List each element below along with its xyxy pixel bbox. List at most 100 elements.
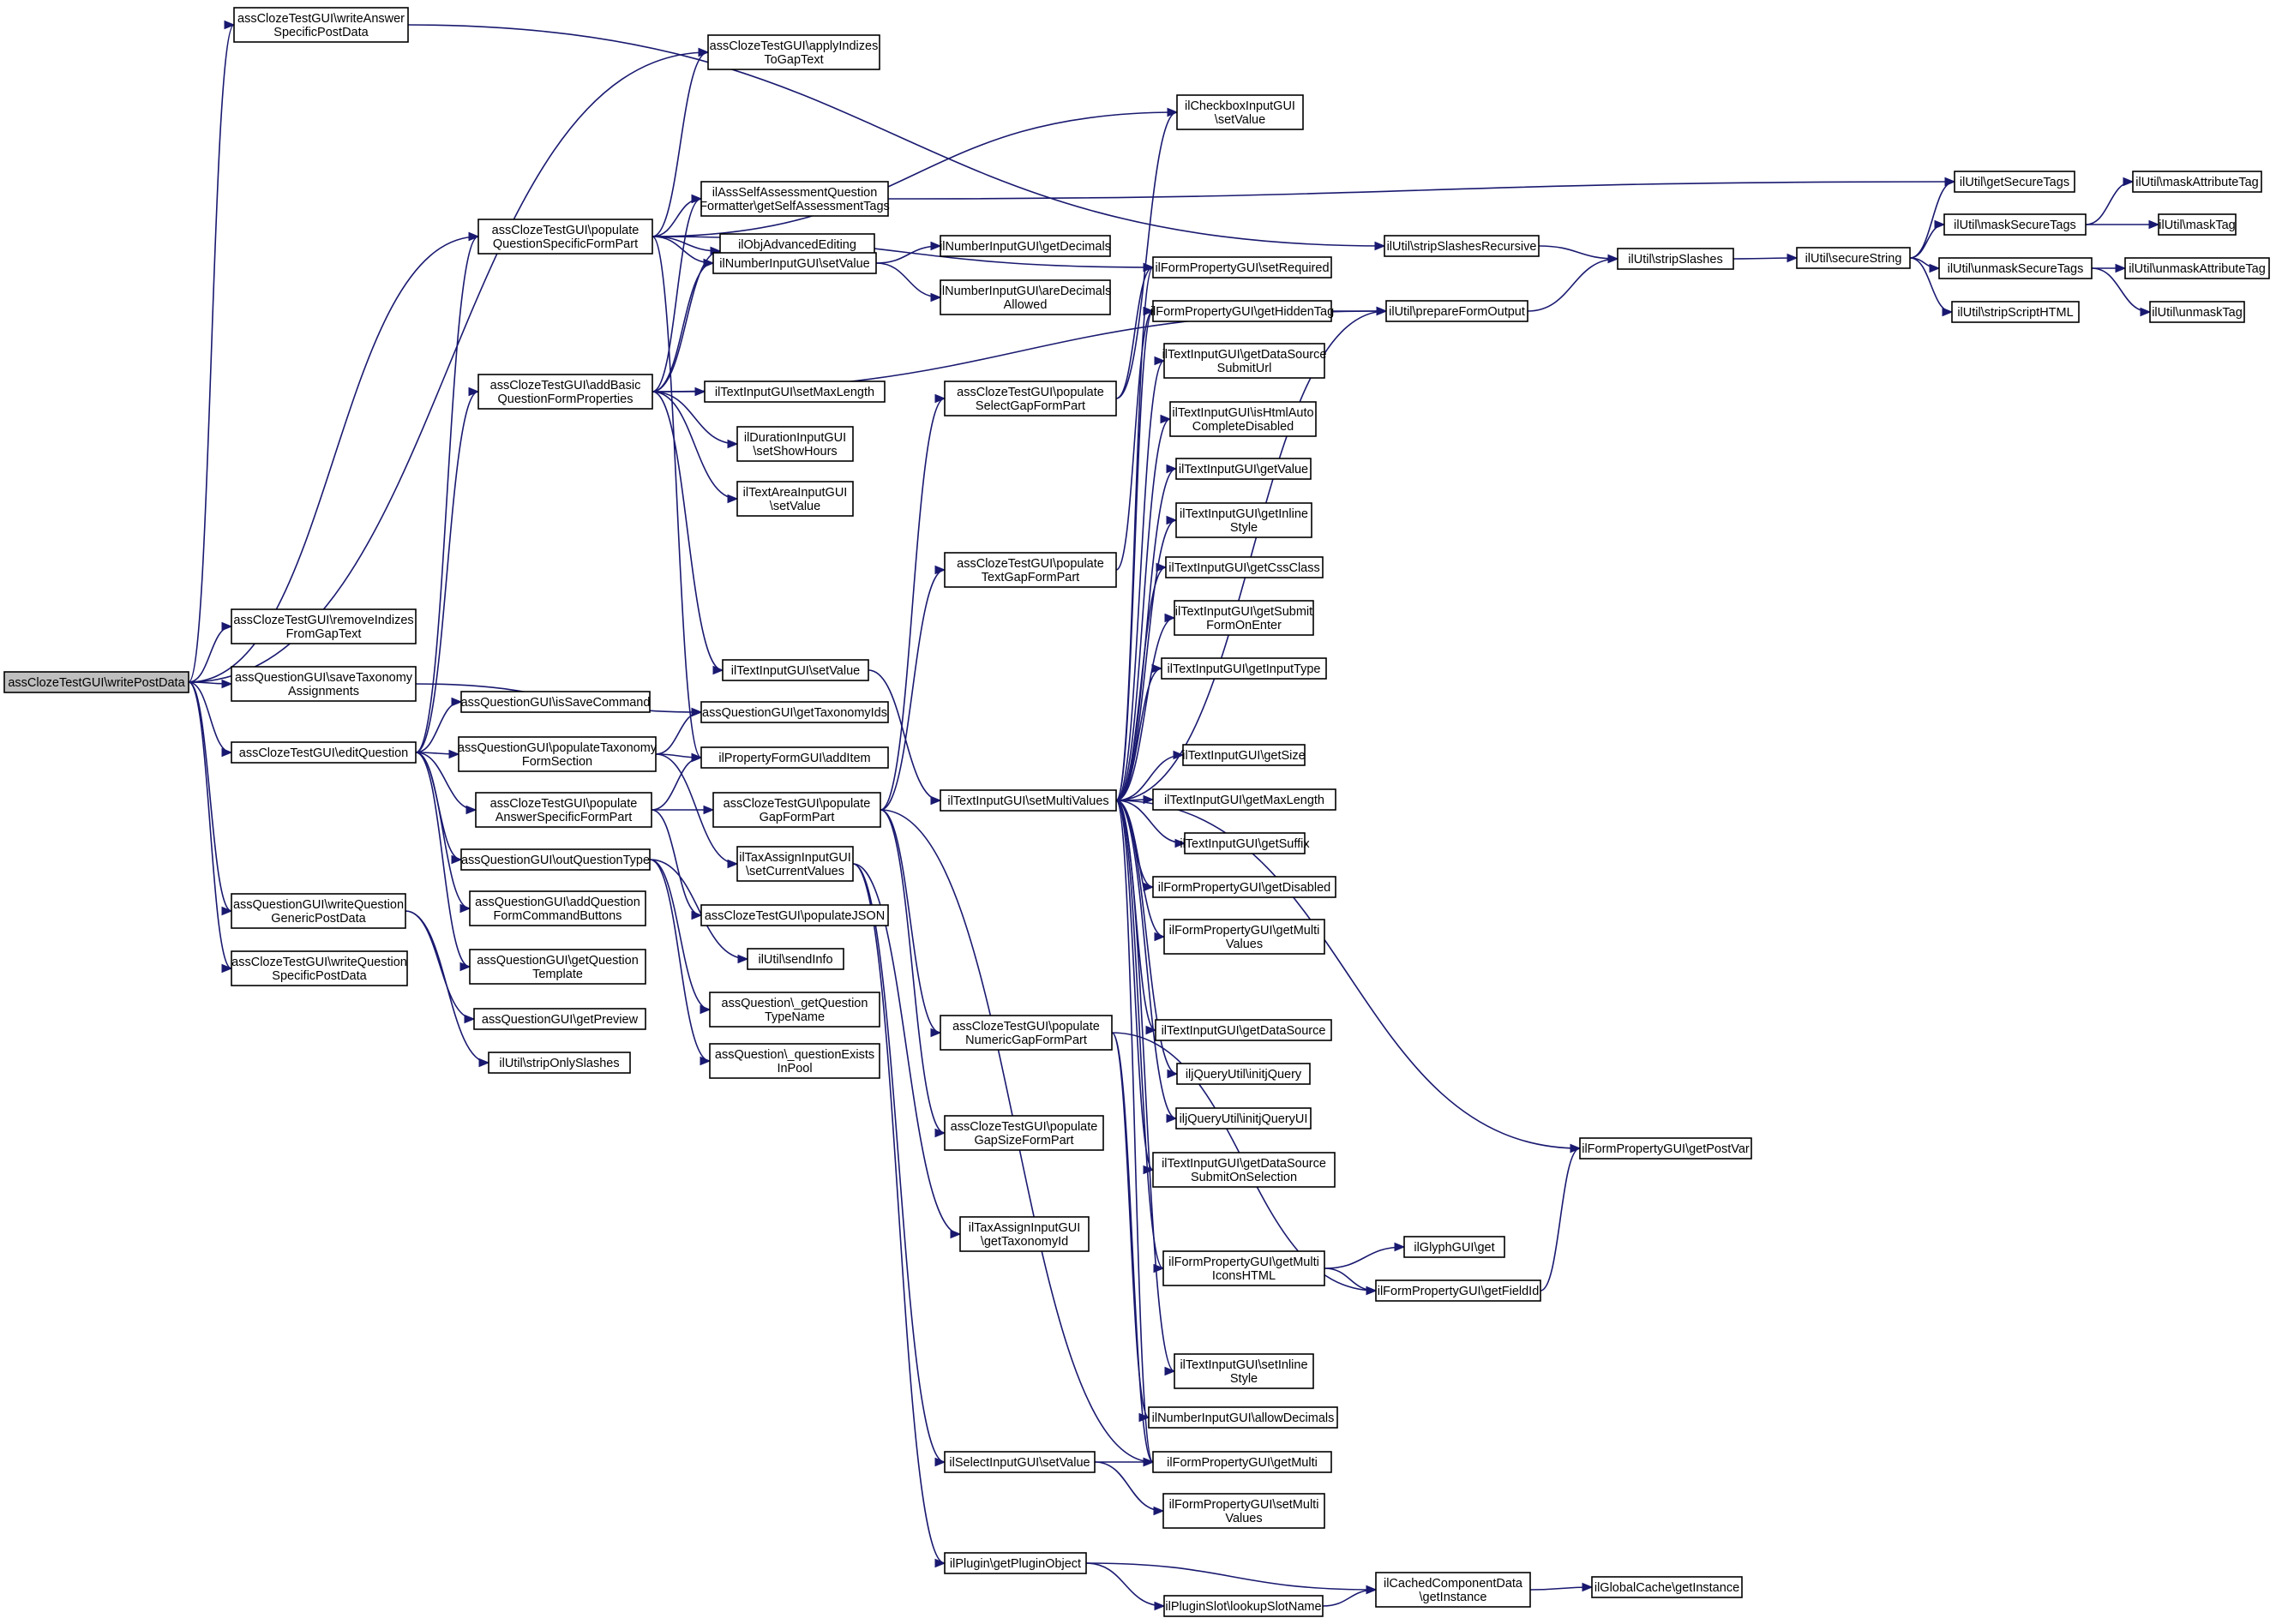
node-iltaxassigninputgui-gettaxonomyid[interactable]: ilTaxAssignInputGUI\getTaxonomyId xyxy=(959,1216,1090,1252)
node-ilplugin-getpluginobject[interactable]: ilPlugin\getPluginObject xyxy=(944,1552,1087,1574)
node-assquestiongui-issavecommand[interactable]: assQuestionGUI\isSaveCommand xyxy=(460,691,651,713)
node-assquestiongui-writequestion-genericpostdata[interactable]: assQuestionGUI\writeQuestionGenericPostD… xyxy=(231,893,406,929)
arrow-head xyxy=(1167,107,1179,117)
node-ilassselfassessmentquestion-formatter-getselfassessmenttags[interactable]: ilAssSelfAssessmentQuestionFormatter\get… xyxy=(700,181,890,217)
node-iltextinputgui-getdatasource[interactable]: ilTextInputGUI\getDataSource xyxy=(1155,1019,1332,1041)
node-ilutil-striponlyslashes[interactable]: ilUtil\stripOnlySlashes xyxy=(488,1052,631,1074)
node-ilformpropertygui-getmulti[interactable]: ilFormPropertyGUI\getMulti xyxy=(1152,1451,1332,1473)
node-iltextinputgui-getsuffix[interactable]: ilTextInputGUI\getSuffix xyxy=(1180,832,1310,854)
call-edge xyxy=(652,391,738,445)
node-box xyxy=(231,666,417,702)
arrow-head xyxy=(930,241,942,251)
node-assclozetestgui-populate-numericgapformpart[interactable]: assClozeTestGUI\populateNumericGapFormPa… xyxy=(940,1015,1113,1051)
arrow-head xyxy=(727,439,739,449)
node-iltextinputgui-setmultivalues[interactable]: ilTextInputGUI\setMultiValues xyxy=(940,789,1117,812)
node-label: ilCheckboxInputGUI xyxy=(1185,99,1295,113)
node-ilutil-masksecuretags[interactable]: ilUtil\maskSecureTags xyxy=(1943,213,2087,236)
node-assquestiongui-outquestiontype[interactable]: assQuestionGUI\outQuestionType xyxy=(460,848,651,871)
node-ilutil-unmasktag[interactable]: ilUtil\unmaskTag xyxy=(2149,301,2245,323)
node-box xyxy=(469,949,646,985)
node-iljqueryutil-initjqueryui[interactable]: iljQueryUtil\initjQueryUI xyxy=(1175,1107,1312,1130)
node-assclozetestgui-writeanswer-specificpostdata[interactable]: assClozeTestGUI\writeAnswerSpecificPostD… xyxy=(233,7,409,43)
node-ilcheckboxinputgui-setvalue[interactable]: ilCheckboxInputGUI\setValue xyxy=(1176,94,1304,130)
node-assquestiongui-gettaxonomyids[interactable]: assQuestionGUI\getTaxonomyIds xyxy=(700,701,889,723)
node-assquestiongui-populatetaxonomy-formsection[interactable]: assQuestionGUI\populateTaxonomyFormSecti… xyxy=(458,736,658,772)
node-iltaxassigninputgui-setcurrentvalues[interactable]: ilTaxAssignInputGUI\setCurrentValues xyxy=(736,846,854,882)
node-assclozetestgui-editquestion[interactable]: assClozeTestGUI\editQuestion xyxy=(231,741,417,764)
node-ilutil-stripslashes[interactable]: ilUtil\stripSlashes xyxy=(1617,248,1734,270)
node-ilutil-prepareformoutput[interactable]: ilUtil\prepareFormOutput xyxy=(1385,300,1528,322)
arrow-head xyxy=(1174,838,1186,848)
node-ilutil-stripslashesrecursive[interactable]: ilUtil\stripSlashesRecursive xyxy=(1384,235,1540,257)
node-iltextareainputgui-setvalue[interactable]: ilTextAreaInputGUI\setValue xyxy=(736,481,854,517)
node-ilutil-unmasksecuretags[interactable]: ilUtil\unmaskSecureTags xyxy=(1938,257,2093,279)
node-ilutil-getsecuretags[interactable]: ilUtil\getSecureTags xyxy=(1954,171,2075,193)
node-assclozetestgui-populate-answerspecificformpart[interactable]: assClozeTestGUI\populateAnswerSpecificFo… xyxy=(475,792,652,828)
call-edge xyxy=(655,753,738,865)
node-iltextinputgui-getdatasource-submitonselection[interactable]: ilTextInputGUI\getDataSourceSubmitOnSele… xyxy=(1152,1152,1336,1188)
node-iltextinputgui-setmaxlength[interactable]: ilTextInputGUI\setMaxLength xyxy=(704,381,886,403)
node-ilnumberinputgui-setvalue[interactable]: ilNumberInputGUI\setValue xyxy=(712,252,877,274)
node-ilnumberinputgui-getdecimals[interactable]: ilNumberInputGUI\getDecimals xyxy=(940,235,1111,257)
node-ilutil-sendinfo[interactable]: ilUtil\sendInfo xyxy=(747,948,844,970)
node-ilformpropertygui-setmulti-values[interactable]: ilFormPropertyGUI\setMultiValues xyxy=(1162,1493,1325,1529)
node-ilutil-securestring[interactable]: ilUtil\secureString xyxy=(1796,247,1911,269)
node-ilpropertyformgui-additem[interactable]: ilPropertyFormGUI\addItem xyxy=(700,746,889,769)
node-ilpluginslot-lookupslotname[interactable]: ilPluginSlot\lookupSlotName xyxy=(1163,1595,1324,1617)
node-iltextinputgui-getvalue[interactable]: ilTextInputGUI\getValue xyxy=(1175,458,1312,480)
node-iltextinputgui-setvalue[interactable]: ilTextInputGUI\setValue xyxy=(722,659,869,681)
node-ilglobalcache-getinstance[interactable]: ilGlobalCache\getInstance xyxy=(1591,1576,1743,1598)
node-ilformpropertygui-getpostvar[interactable]: ilFormPropertyGUI\getPostVar xyxy=(1579,1137,1752,1160)
node-ilformpropertygui-setrequired[interactable]: ilFormPropertyGUI\setRequired xyxy=(1152,256,1332,279)
node-label: GenericPostData xyxy=(271,912,366,926)
node-assclozetestgui-populatejson[interactable]: assClozeTestGUI\populateJSON xyxy=(700,904,889,926)
node-ilutil-stripscripthtml[interactable]: ilUtil\stripScriptHTML xyxy=(1951,301,2080,323)
node-ilcachedcomponentdata-getinstance[interactable]: ilCachedComponentData\getInstance xyxy=(1375,1572,1531,1608)
node-ilnumberinputgui-allowdecimals[interactable]: ilNumberInputGUI\allowDecimals xyxy=(1148,1406,1338,1429)
node-ildurationinputgui-setshowhours[interactable]: ilDurationInputGUI\setShowHours xyxy=(736,426,854,462)
node-assclozetestgui-populate-selectgapformpart[interactable]: assClozeTestGUI\populateSelectGapFormPar… xyxy=(944,381,1117,416)
call-edge xyxy=(1115,519,1177,801)
node-iljqueryutil-initjquery[interactable]: iljQueryUtil\initjQuery xyxy=(1176,1063,1311,1085)
node-assclozetestgui-writequestion-specificpostdata[interactable]: assClozeTestGUI\writeQuestionSpecificPos… xyxy=(231,950,408,986)
node-ilglyphgui-get[interactable]: ilGlyphGUI\get xyxy=(1403,1236,1505,1258)
node-label: assClozeTestGUI\editQuestion xyxy=(239,746,408,760)
node-assclozetestgui-populate-questionspecificformpart[interactable]: assClozeTestGUI\populateQuestionSpecific… xyxy=(477,219,653,255)
node-ilutil-masktag[interactable]: ilUtil\maskTag xyxy=(2158,213,2237,236)
node-iltextinputgui-ishtmlauto-completedisabled[interactable]: ilTextInputGUI\isHtmlAutoCompleteDisable… xyxy=(1169,401,1317,437)
node-ilutil-unmaskattributetag[interactable]: ilUtil\unmaskAttributeTag xyxy=(2124,257,2270,279)
node-assclozetestgui-addbasic-questionformproperties[interactable]: assClozeTestGUI\addBasicQuestionFormProp… xyxy=(477,374,653,410)
node-label: assClozeTestGUI\populate xyxy=(724,797,871,811)
node-ilselectinputgui-setvalue[interactable]: ilSelectInputGUI\setValue xyxy=(944,1451,1096,1473)
node-ilformpropertygui-gethiddentag[interactable]: ilFormPropertyGUI\getHiddenTag xyxy=(1150,300,1334,322)
node-assquestiongui-addquestion-formcommandbuttons[interactable]: assQuestionGUI\addQuestionFormCommandBut… xyxy=(469,890,646,926)
node-ilformpropertygui-getdisabled[interactable]: ilFormPropertyGUI\getDisabled xyxy=(1152,876,1336,898)
node-iltextinputgui-getinputtype[interactable]: ilTextInputGUI\getInputType xyxy=(1161,657,1327,680)
arrow-head xyxy=(1151,663,1163,674)
node-label: ilObjAdvancedEditing xyxy=(738,238,856,252)
node-iltextinputgui-getmaxlength[interactable]: ilTextInputGUI\getMaxLength xyxy=(1152,788,1336,811)
node-assquestiongui-getpreview[interactable]: assQuestionGUI\getPreview xyxy=(473,1008,646,1030)
node-ilformpropertygui-getfieldid[interactable]: ilFormPropertyGUI\getFieldId xyxy=(1375,1279,1541,1302)
node-iltextinputgui-getcssclass[interactable]: ilTextInputGUI\getCssClass xyxy=(1165,556,1324,578)
node-assclozetestgui-writepostdata[interactable]: assClozeTestGUI\writePostData xyxy=(3,671,189,693)
node-iltextinputgui-getsize[interactable]: ilTextInputGUI\getSize xyxy=(1182,744,1306,766)
node-ilutil-maskattributetag[interactable]: ilUtil\maskAttributeTag xyxy=(2132,171,2262,193)
arrow-head xyxy=(468,231,480,242)
